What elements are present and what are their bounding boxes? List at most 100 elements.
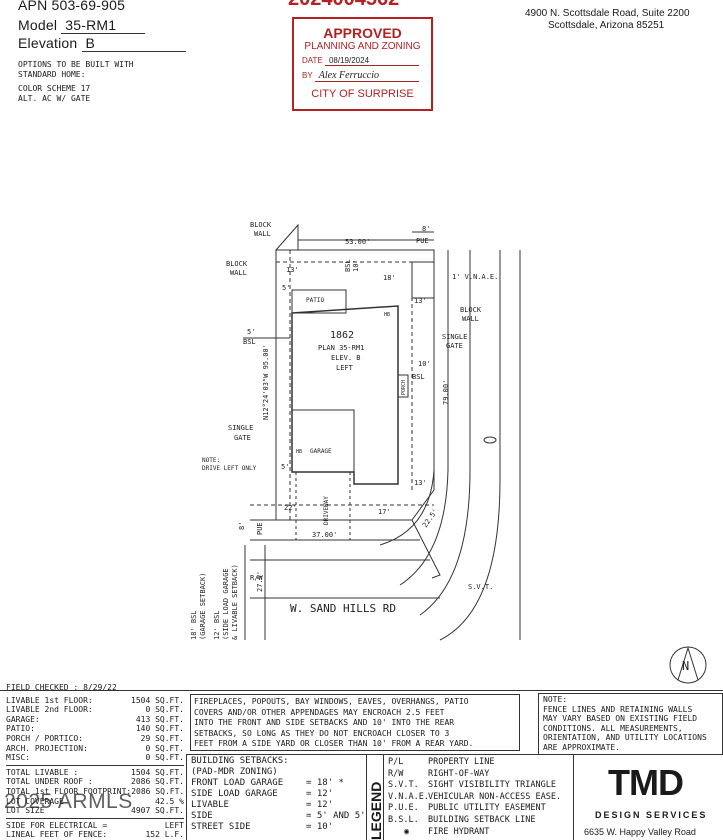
- note-line: FIREPLACES, POPOUTS, BAY WINDOWS, EAVES,…: [194, 697, 469, 706]
- area-label: PORCH / PORTICO:: [6, 733, 84, 743]
- fireplace-note-box: FIREPLACES, POPOUTS, BAY WINDOWS, EAVES,…: [190, 694, 520, 751]
- label-bsl-18: 18' BSL: [190, 610, 198, 640]
- note-line: FEET FROM A SIDE YARD OR CLOSER THAN 10'…: [194, 739, 474, 748]
- stamp-by-row: BY Alex Ferruccio: [294, 70, 431, 82]
- label-single-gate-right: SINGLE: [442, 333, 467, 341]
- fence-row: LINEAL FEET OF FENCE:152 L.F.: [6, 830, 184, 840]
- label-pue-bottom: PUE: [256, 522, 264, 535]
- setback-value: = 5' AND 5': [306, 811, 366, 821]
- label-bsl-right: BSL: [412, 373, 425, 381]
- setbacks-subtitle: (PAD-MDR ZONING): [191, 767, 278, 777]
- legend-abbr: V.N.A.E.: [388, 791, 429, 802]
- approval-stamp: APPROVED PLANNING AND ZONING DATE 08/19/…: [292, 17, 433, 111]
- setback-row: FRONT LOAD GARAGE= 18' *: [191, 778, 366, 789]
- right-sidewalk-curve: [399, 250, 449, 586]
- elevation-label: Elevation: [18, 35, 78, 51]
- north-arrow-letter: N: [682, 659, 689, 673]
- total-value: 2086 SQ.FT.: [131, 777, 184, 787]
- setback-row: SIDE = 5' AND 5': [191, 811, 366, 822]
- note-line: COVERS AND/OR OTHER APPENDAGES MAY ENCRO…: [194, 707, 445, 717]
- total-label: LOT SIZE: [6, 806, 45, 816]
- area-label: LIVABLE 2nd FLOOR:: [6, 705, 93, 715]
- label-block-wall-top-2: WALL: [254, 230, 271, 238]
- legend-divider: [366, 754, 367, 840]
- stamp-city: CITY OF SURPRISE: [311, 88, 414, 100]
- setback-label: SIDE: [191, 811, 213, 821]
- legend-text: RIGHT-OF-WAY: [428, 768, 490, 779]
- label-dim-13-bottom: 13': [414, 479, 427, 487]
- label-bsl-left-dim: 5': [247, 328, 255, 336]
- legend-abbr: S.V.T.: [388, 780, 419, 791]
- model-row: Model 35-RM1: [18, 17, 146, 34]
- area-row: PORCH / PORTICO: 29 SQ.FT.: [6, 734, 184, 744]
- fence-label: LINEAL FEET OF FENCE:: [6, 830, 108, 840]
- note-line: CONDITIONS. ALL MEASUREMENTS,: [543, 723, 683, 733]
- legend-abbr: P/L: [388, 757, 404, 767]
- logo-address: 6635 W. Happy Valley Road: [584, 827, 696, 837]
- legend-row: ◉FIRE HYDRANT: [388, 827, 573, 839]
- total-row: TOTAL 1st FLOOR FOOTPRINT:2086 SQ.FT.: [6, 787, 184, 797]
- electrical-label: SIDE FOR ELECTRICAL =: [6, 820, 108, 830]
- setbacks-title: BUILDING SETBACKS:: [191, 756, 289, 766]
- elevation-row: Elevation B: [18, 35, 186, 52]
- legend-text: VEHICULAR NON-ACCESS EASE.: [428, 791, 562, 802]
- total-label: TOTAL LIVABLE :: [6, 767, 79, 777]
- label-plan-num: 1862: [330, 330, 354, 341]
- area-table: FIELD CHECKED : 8/29/22 LIVABLE 1st FLOO…: [6, 683, 184, 840]
- area-row: ARCH. PROJECTION:0 SQ.FT.: [6, 744, 184, 754]
- label-block-wall-right-2: WALL: [462, 315, 479, 323]
- label-hb-rear: HB: [384, 312, 390, 318]
- area-label: GARAGE:: [6, 714, 40, 724]
- site-plan-drawing: BLOCK WALL BLOCK WALL 53.00' 8' PUE 1' V…: [190, 221, 707, 684]
- field-checked: FIELD CHECKED : 8/29/22: [6, 683, 117, 692]
- area-label: LIVABLE 1st FLOOR:: [6, 695, 93, 705]
- label-patio: PATIO: [306, 297, 324, 304]
- label-block-wall-right: BLOCK: [460, 306, 482, 314]
- label-porch: PORCH: [401, 380, 407, 395]
- stamp-signature: Alex Ferruccio: [314, 70, 419, 82]
- area-label: PATIO:: [6, 724, 35, 734]
- setback-row: LIVABLE= 12': [191, 800, 366, 811]
- total-row: TOTAL LIVABLE :1504 SQ.FT.: [6, 768, 184, 778]
- legend-row: S.V.T.SIGHT VISIBILITY TRIANGLE: [388, 780, 573, 792]
- label-pue-dim: 8': [422, 225, 430, 233]
- setback-label: SIDE LOAD GARAGE: [191, 789, 278, 799]
- elevation-value: B: [81, 35, 186, 52]
- right-curb-curve: [379, 250, 435, 546]
- legend-abbr: B.S.L.: [388, 814, 419, 825]
- stamp-date-label: DATE: [302, 56, 323, 65]
- model-value: 35-RM1: [61, 17, 146, 34]
- label-dim-10-bsl: 10': [352, 259, 360, 272]
- area-value: 413 SQ.FT.: [135, 714, 184, 724]
- legend-row: B.S.L.BUILDING SETBACK LINE: [388, 815, 573, 827]
- note-line: INTO THE FRONT AND SIDE SETBACKS AND 10'…: [194, 718, 455, 727]
- label-bsl-18-sub: (GARAGE SETBACK): [199, 573, 207, 640]
- area-row: GARAGE: 413 SQ.FT.: [6, 715, 184, 725]
- label-side-depth: N12°24'03"W 95.00': [262, 344, 270, 420]
- header-notes: OPTIONS TO BE BUILT WITH STANDARD HOME: …: [18, 60, 134, 104]
- legend-text: PUBLIC UTILITY EASEMENT: [428, 803, 546, 814]
- label-bsl-12: 12' BSL: [213, 610, 221, 640]
- note-line: SETBACKS, SO LONG AS THEY DO NOT ENCROAC…: [194, 728, 450, 738]
- setback-row: SIDE LOAD GARAGE= 12': [191, 789, 366, 800]
- label-right-depth: 79.00': [442, 380, 450, 405]
- label-block-wall-top: BLOCK: [250, 221, 272, 229]
- label-elev: ELEV. B: [331, 354, 361, 362]
- label-single-gate-left: SINGLE: [228, 424, 253, 432]
- model-label: Model: [18, 17, 58, 33]
- permit-number: 2024004562: [288, 0, 399, 11]
- area-label: MISC:: [6, 753, 31, 763]
- area-value: 0 SQ.FT.: [145, 705, 184, 715]
- fire-hydrant-icon: ◉: [404, 826, 410, 837]
- porch-outline: [397, 374, 409, 398]
- logo-subtitle: DESIGN SERVICES: [595, 810, 708, 820]
- area-value: 29 SQ.FT.: [140, 733, 184, 743]
- label-bsl-left: BSL: [243, 338, 256, 346]
- logo-divider: [573, 754, 574, 840]
- footer-divider: [0, 690, 723, 691]
- garage-outline: [291, 409, 355, 473]
- legend-abbr: P.U.E.: [388, 803, 419, 814]
